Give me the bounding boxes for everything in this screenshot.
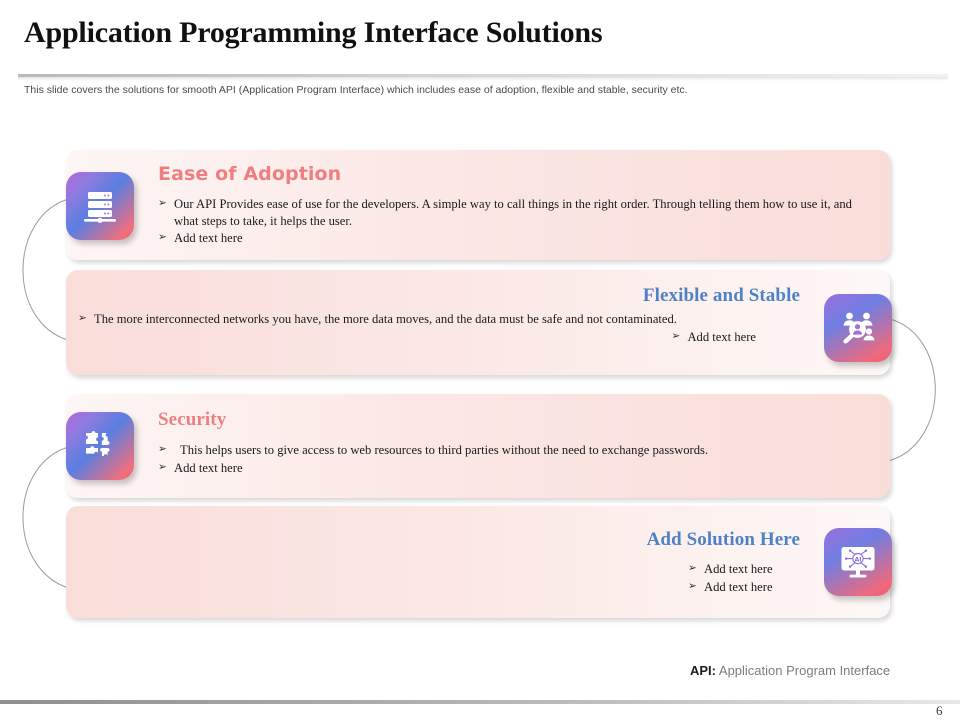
title-divider: [18, 74, 948, 77]
bullet-arrow-icon: ➢: [688, 579, 697, 592]
card-heading-add-solution-here: Add Solution Here: [646, 529, 800, 550]
footer-divider: [0, 700, 960, 704]
footer-legend: API: Application Program Interface: [690, 663, 890, 678]
card-bullets-security: ➢ This helps users to give access to web…: [158, 442, 858, 477]
list-item: ➢ Add text here: [688, 562, 773, 576]
solution-card-security[interactable]: [66, 394, 890, 498]
bullet-arrow-icon: ➢: [688, 562, 697, 574]
solution-card-flexible-and-stable[interactable]: [66, 270, 890, 375]
card-heading-flexible-and-stable: Flexible and Stable: [642, 285, 800, 306]
list-item: ➢ Add text here: [158, 231, 243, 246]
card-heading-security: Security: [158, 409, 227, 430]
puzzle-pieces-icon: [66, 412, 134, 480]
card-heading-ease-of-adoption: Ease of Adoption: [158, 163, 342, 185]
list-item: ➢ The more interconnected networks you h…: [78, 312, 677, 326]
list-item: ➢ Add text here: [671, 329, 756, 344]
bullet-arrow-icon: ➢: [671, 329, 681, 342]
bullet-arrow-icon: ➢: [158, 460, 167, 473]
card-bullets-add-solution-here: ➢ Add text here ➢ Add text here: [540, 561, 800, 596]
list-item: ➢ Add text here: [158, 460, 243, 475]
list-item: ➢ Our API Provides ease of use for the d…: [158, 197, 852, 228]
title-divider-shadow: [18, 77, 948, 81]
card-bullets-flexible-and-stable: ➢ The more interconnected networks you h…: [78, 311, 818, 346]
list-item: ➢ Add text here: [688, 579, 773, 594]
solution-card-ease-of-adoption[interactable]: [66, 150, 890, 260]
bullet-arrow-icon: ➢: [78, 312, 87, 324]
page-number: 6: [936, 703, 943, 718]
ai-monitor-icon: AI: [824, 528, 892, 596]
bullet-arrow-icon: ➢: [158, 197, 167, 209]
bullet-arrow-icon: ➢: [158, 231, 167, 244]
solution-card-add-solution-here[interactable]: [66, 506, 890, 618]
bullet-arrow-icon: ➢: [158, 443, 167, 455]
people-search-icon: [824, 294, 892, 362]
list-item: ➢ This helps users to give access to web…: [158, 443, 709, 457]
server-stack-icon: [66, 172, 134, 240]
slide-subtitle: This slide covers the solutions for smoo…: [24, 84, 688, 96]
page-title: Application Programming Interface Soluti…: [24, 16, 603, 49]
svg-text:AI: AI: [854, 556, 861, 563]
card-bullets-ease-of-adoption: ➢ Our API Provides ease of use for the d…: [158, 196, 878, 248]
footer-expansion: Application Program Interface: [716, 663, 891, 678]
footer-abbr: API:: [690, 663, 716, 678]
